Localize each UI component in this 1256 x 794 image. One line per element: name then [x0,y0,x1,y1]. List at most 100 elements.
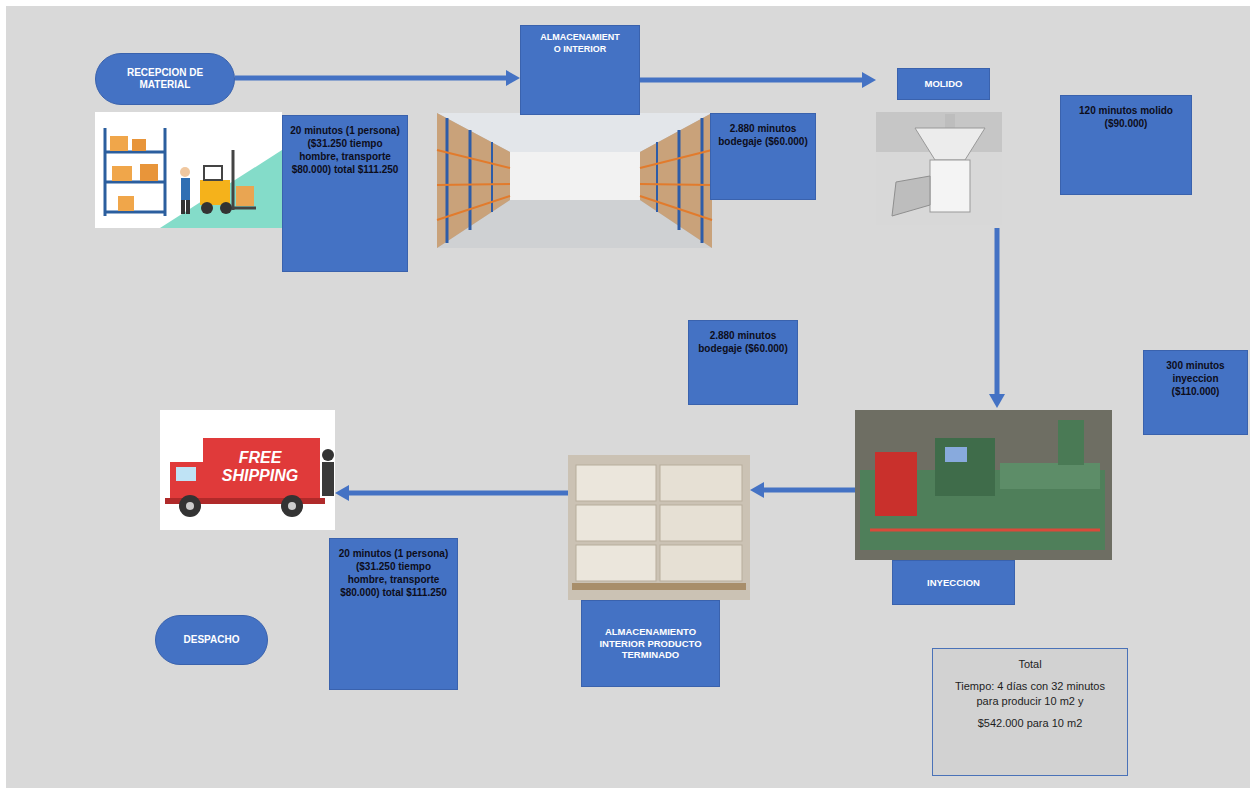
reception-illustration-part [118,196,134,211]
warehouse-photo-part [640,113,712,248]
injection-machine-photo-part [945,447,967,462]
node-text: 20 minutos (1 persona) ($31.250 tiempo h… [290,124,400,176]
cost-box: 20 minutos (1 persona) ($31.250 tiempo h… [329,538,458,690]
node-text: ALMACENAMIENTO INTERIOR PRODUCTO TERMINA… [590,626,711,662]
reception-illustration-part [132,139,146,151]
warehouse-photo-part [510,152,640,200]
reception-illustration-part [200,180,230,205]
warehouse-photo-part [437,184,510,185]
grinder-photo-part [892,176,930,216]
truck-illustration-part [179,495,201,517]
warehouse-photo-part [437,196,510,220]
truck-illustration [160,410,335,530]
process-box: INYECCION [892,560,1015,605]
grinder-photo-part [876,112,1002,225]
reception-illustration-part [220,202,232,214]
node-text: INYECCION [927,577,980,589]
finished-goods-photo-part [660,505,742,541]
truck-illustration-part [186,502,194,510]
warehouse-photo-part [469,130,472,230]
node-body-text: $542.000 para 10 m2 [978,716,1083,731]
process-box: ALMACENAMIENTO INTERIOR PRODUCTO TERMINA… [581,600,720,687]
injection-machine-photo-part [870,529,1100,532]
flow-arrow [762,488,855,493]
warehouse-photo-part [640,150,712,168]
finished-goods-photo-part [660,465,742,501]
reception-illustration-part [186,200,190,214]
warehouse-photo-part [701,118,704,243]
warehouse-photo-part [446,118,449,243]
reception-illustration-part [236,186,254,206]
reception-illustration-part [104,128,107,216]
stage-group: ALMACENAMIENTO INTERIOR PRODUCTO TERMINA… [568,455,750,687]
warehouse-photo-part [678,130,681,230]
node-text: RECEPCION DE MATERIAL [106,67,224,92]
warehouse-photo-part [640,184,712,185]
reception-illustration-part [181,200,185,214]
grinder-photo-part [915,128,985,160]
cost-box: 300 minutos inyeccion ($110.000) [1143,350,1248,435]
reception-illustration-part [181,178,190,200]
finished-goods-photo-part [568,455,750,600]
node-text: DESPACHO [184,634,240,647]
truck-illustration-part [203,438,320,500]
reception-illustration-part [112,166,132,181]
reception-illustration-part [233,207,256,210]
warehouse-photo-part [640,196,712,220]
injection-machine-photo-part [1058,420,1084,465]
truck-illustration-part [170,462,205,500]
warehouse-photo [437,113,712,248]
finished-goods-photo-part [660,545,742,581]
cost-box: 2.880 minutos bodegaje ($60.000) [710,113,816,200]
process-box: MOLIDO [897,68,990,100]
node-text: 120 minutos molido ($90.000) [1068,104,1184,130]
reception-illustration-part [164,128,167,216]
injection-machine-photo-part [935,438,995,496]
finished-goods-photo [568,455,750,600]
stage-group: DESPACHO [155,410,335,666]
reception-illustration [95,112,282,228]
reception-illustration-part [95,112,282,228]
truck-illustration-part [288,502,296,510]
flow-arrow [640,78,864,83]
reception-illustration-part [201,202,213,214]
node-text: 300 minutos inyeccion ($110.000) [1151,359,1240,398]
finished-goods-photo-part [576,505,656,541]
truck-illustration-part [176,467,196,481]
reception-illustration-part [160,150,282,228]
reception-illustration-part [105,211,165,214]
node-text: 2.880 minutos bodegaje ($60.000) [718,122,808,148]
node-body-text: Tiempo: 4 días con 32 minutos para produ… [945,679,1115,709]
truck-illustration-part [160,410,335,530]
node-text: 2.880 minutos bodegaje ($60.000) [696,329,790,355]
node-text: 20 minutos (1 persona) ($31.250 tiempo h… [337,547,450,599]
process-box: ALMACENAMIENT O INTERIOR [520,25,640,115]
terminal-pill: RECEPCION DE MATERIAL [95,53,235,105]
node-text: MOLIDO [925,78,963,90]
flow-arrow [235,76,508,81]
warehouse-photo-part [437,113,712,248]
reception-illustration-part [110,136,128,151]
reception-illustration-part [204,166,222,180]
flow-arrow [347,491,568,496]
finished-goods-photo-part [576,545,656,581]
stage-group: MOLIDO [876,66,1002,228]
cost-box: 2.880 minutos bodegaje ($60.000) [688,320,798,405]
warehouse-photo-part [437,150,510,168]
finished-goods-photo-part [572,583,746,590]
cost-box: 120 minutos molido ($90.000) [1060,95,1192,195]
node-text: Total [1018,657,1041,672]
reception-illustration-part [180,167,190,177]
injection-machine-photo-part [855,410,1112,560]
reception-illustration-part [232,150,235,210]
terminal-pill: DESPACHO [155,615,268,665]
node-text: ALMACENAMIENT O INTERIOR [538,32,622,55]
injection-machine-photo [855,410,1112,560]
warehouse-photo-part [437,113,510,248]
injection-machine-photo-part [875,452,917,516]
truck-illustration-part [281,495,303,517]
grinder-photo [876,112,1002,225]
truck-illustration-part [322,462,334,496]
